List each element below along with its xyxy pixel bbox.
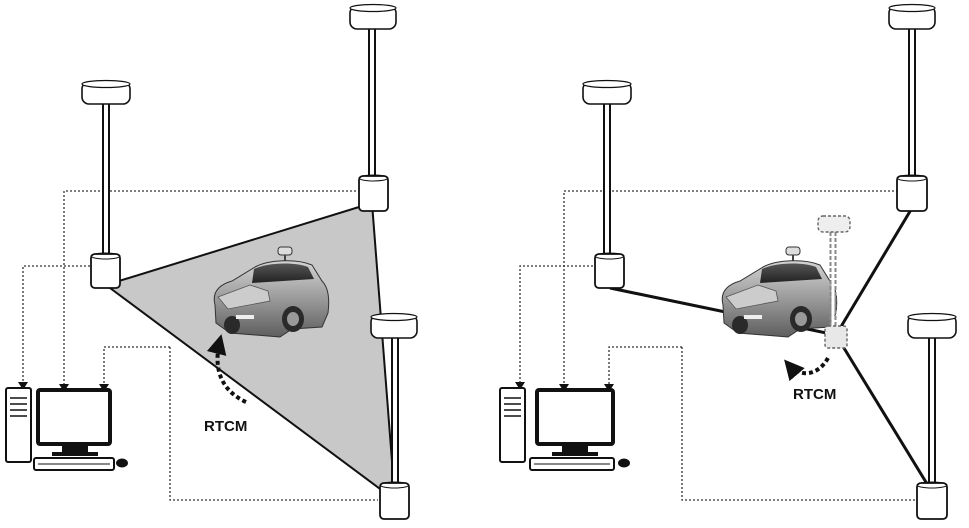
left-rtcm-arrow [206, 334, 247, 404]
left-station-3 [370, 312, 418, 520]
right-rtcm-arrow [784, 356, 830, 382]
right-dotted-links [519, 190, 920, 501]
left-computer [5, 387, 128, 471]
left-coverage-triangle [103, 201, 397, 503]
right-station-1 [582, 79, 632, 289]
left-dotted-links [22, 190, 378, 501]
left-station-2 [349, 3, 397, 212]
left-car [213, 246, 330, 338]
right-station-2 [888, 3, 936, 212]
right-panel: RTCM [499, 3, 957, 520]
left-rtcm-label: RTCM [204, 418, 247, 435]
right-car [721, 246, 838, 338]
left-station-1 [81, 79, 131, 289]
right-baselines [609, 207, 934, 493]
right-station-3 [907, 312, 957, 520]
right-rtcm-label: RTCM [793, 386, 836, 403]
left-panel: RTCM [5, 3, 418, 520]
right-computer [499, 387, 630, 471]
virtual-reference-station [817, 215, 851, 349]
